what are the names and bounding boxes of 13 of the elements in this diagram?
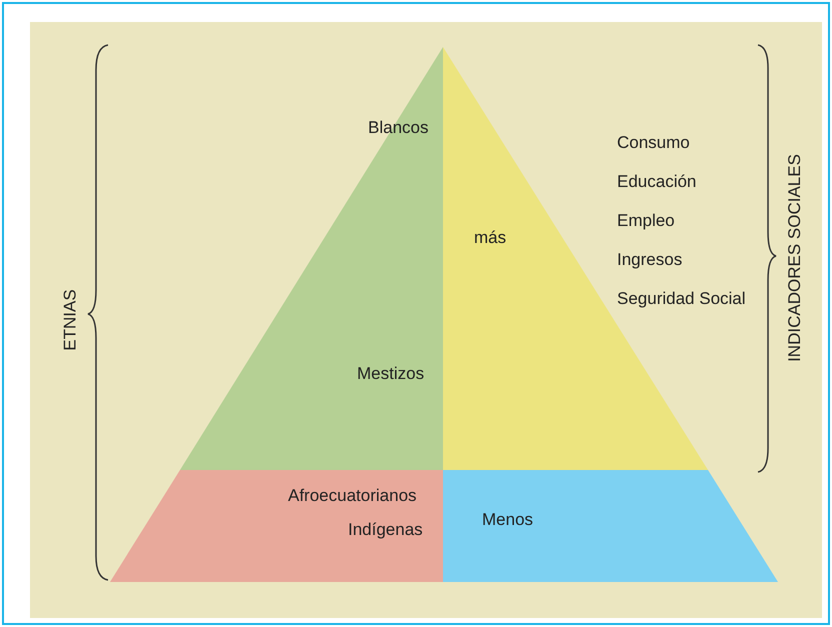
axis-title: ETNIAS (60, 289, 80, 351)
indicator-label: Ingresos (617, 250, 682, 270)
axis-title: INDICADORES SOCIALES (784, 154, 805, 362)
tier-label: Blancos (368, 118, 428, 138)
tier-label: Indígenas (348, 520, 423, 540)
tier-label: Menos (482, 510, 534, 530)
indicator-label: Seguridad Social (617, 289, 746, 309)
indicator-label: Empleo (617, 211, 675, 231)
tier-label: Mestizos (357, 364, 424, 384)
tier-label: Afroecuatorianos (288, 486, 417, 506)
indicator-label: Educación (617, 172, 696, 192)
indicator-label: Consumo (617, 133, 690, 153)
tier-label: más (474, 228, 506, 248)
